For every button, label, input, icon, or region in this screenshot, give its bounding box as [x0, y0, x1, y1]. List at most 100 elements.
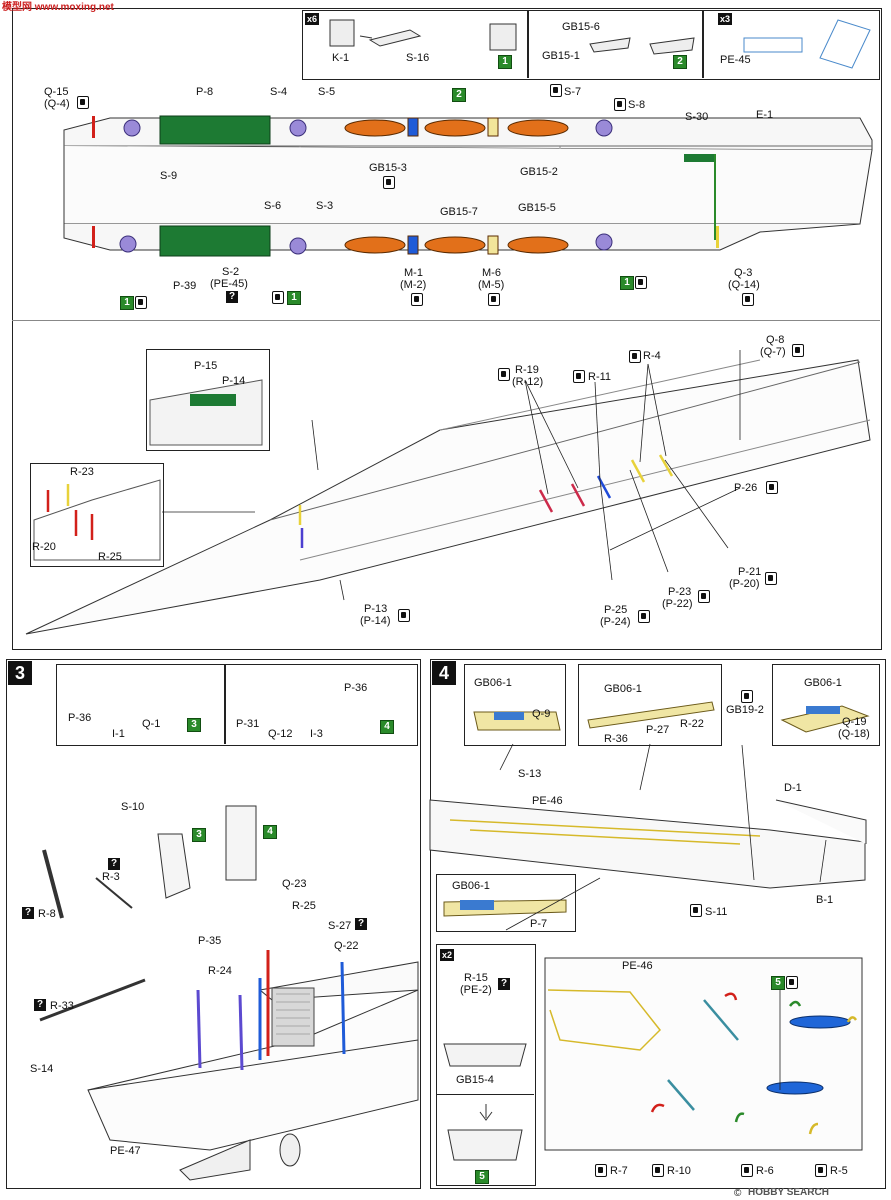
- step-badge-5-b: 5: [771, 976, 785, 990]
- label-p36: P-36: [68, 712, 92, 724]
- label-p14: P-14: [222, 375, 246, 387]
- green-strip: [714, 154, 716, 240]
- gun-assembled: [489, 23, 517, 51]
- glue-icon: [498, 368, 510, 381]
- glue-icon: [629, 350, 641, 363]
- glue-icon: [786, 976, 798, 989]
- label-r3: R-3: [102, 871, 120, 883]
- label-r33: R-33: [50, 1000, 74, 1012]
- hull-inset-r23: [30, 463, 164, 567]
- top-box-divider-2: [702, 10, 704, 78]
- label-r12: (R-12): [512, 376, 544, 388]
- step3-masts: [196, 950, 346, 1071]
- glue-icon: [595, 1164, 607, 1177]
- step3-funnel-3: [157, 833, 191, 899]
- label-r4: R-4: [643, 350, 661, 362]
- glue-icon: [652, 1164, 664, 1177]
- label-q4: (Q-4): [44, 98, 70, 110]
- label-q22: Q-22: [334, 940, 359, 952]
- label-gb15-7: GB15-7: [440, 206, 478, 218]
- label-p35: P-35: [198, 935, 222, 947]
- label-gb06-1-d: GB06-1: [452, 880, 490, 892]
- glue-icon: [272, 291, 284, 304]
- p27-part: [587, 701, 715, 729]
- lifeboat-gb154: [443, 1043, 527, 1067]
- question-badge: ?: [108, 858, 120, 870]
- glue-icon: [741, 1164, 753, 1177]
- label-p26: P-26: [734, 482, 758, 494]
- step-number-3: 3: [8, 661, 32, 685]
- label-r23: R-23: [70, 466, 94, 478]
- label-s3: S-3: [316, 200, 334, 212]
- glue-icon: [638, 610, 650, 623]
- label-pe2: (PE-2): [460, 984, 492, 996]
- step-badge-2: 2: [673, 55, 687, 69]
- label-s13: S-13: [518, 768, 542, 780]
- glue-icon: [815, 1164, 827, 1177]
- turrets: [119, 119, 613, 255]
- label-s9: S-9: [160, 170, 178, 182]
- label-pe46: PE-46: [532, 795, 563, 807]
- red-markers: [92, 116, 95, 248]
- label-s30: S-30: [685, 111, 709, 123]
- label-p23: P-23: [668, 586, 692, 598]
- label-p31: P-31: [236, 718, 260, 730]
- label-r5: R-5: [830, 1165, 848, 1177]
- label-r25-s3: R-25: [292, 900, 316, 912]
- step3-inset: [56, 664, 418, 746]
- step3-r33: [39, 978, 146, 1022]
- label-r19: R-19: [515, 364, 539, 376]
- label-q9: Q-9: [532, 708, 551, 720]
- label-gb06-1-c: GB06-1: [804, 677, 842, 689]
- label-p14b: (P-14): [360, 615, 391, 627]
- q19-boat: [806, 706, 840, 714]
- step3-funnel-4: [225, 805, 257, 881]
- label-s7: S-7: [564, 86, 582, 98]
- count-badge-x2: x2: [440, 949, 455, 961]
- inset-r23-deck: [33, 479, 161, 561]
- glue-icon: [698, 590, 710, 603]
- step-badge-5: 5: [475, 1170, 489, 1184]
- glue-icon: [765, 572, 777, 585]
- label-s6: S-6: [264, 200, 282, 212]
- s30-part: [684, 154, 714, 162]
- glue-icon: [690, 904, 702, 917]
- label-gb06-1-b: GB06-1: [604, 683, 642, 695]
- step-badge-4: 4: [380, 720, 394, 734]
- pe45-folded: [819, 19, 871, 69]
- step4-boats-blue: [766, 1015, 851, 1095]
- label-q1: Q-1: [142, 718, 161, 730]
- hull-leader-lines: [162, 350, 741, 601]
- label-gb15-4: GB15-4: [456, 1074, 494, 1086]
- label-p22: (P-22): [662, 598, 693, 610]
- k1-arrow: [359, 35, 373, 39]
- label-i1: I-1: [112, 728, 125, 740]
- inset-p15-structure: [149, 379, 263, 446]
- label-r20: R-20: [32, 541, 56, 553]
- glue-icon: [741, 690, 753, 703]
- section-divider: [12, 320, 880, 322]
- footer-copyright: ©: [734, 1188, 742, 1199]
- step-badge-1-b: 1: [287, 291, 301, 305]
- label-gb19-2: GB19-2: [726, 704, 764, 716]
- lifeboat-inset-divider: [436, 1094, 534, 1096]
- label-q7: (Q-7): [760, 346, 786, 358]
- count-badge-x6: x6: [305, 13, 320, 25]
- label-r22: R-22: [680, 718, 704, 730]
- label-gb15-5: GB15-5: [518, 202, 556, 214]
- label-pe47: PE-47: [110, 1145, 141, 1157]
- step4-closeup-deck: [544, 957, 863, 1151]
- label-p15: P-15: [194, 360, 218, 372]
- p7-boat: [460, 900, 494, 910]
- flight-deck-p8: [159, 115, 271, 145]
- label-q8: Q-8: [766, 334, 785, 346]
- glue-icon: [488, 293, 500, 306]
- question-badge: ?: [34, 999, 46, 1011]
- label-q14: (Q-14): [728, 279, 760, 291]
- step4-inset-q19: [772, 664, 880, 746]
- step-number-4: 4: [432, 661, 456, 685]
- label-r24: R-24: [208, 965, 232, 977]
- glue-icon: [766, 481, 778, 494]
- step-badge-3: 3: [187, 718, 201, 732]
- step4-closeup-yellow: [547, 989, 662, 1051]
